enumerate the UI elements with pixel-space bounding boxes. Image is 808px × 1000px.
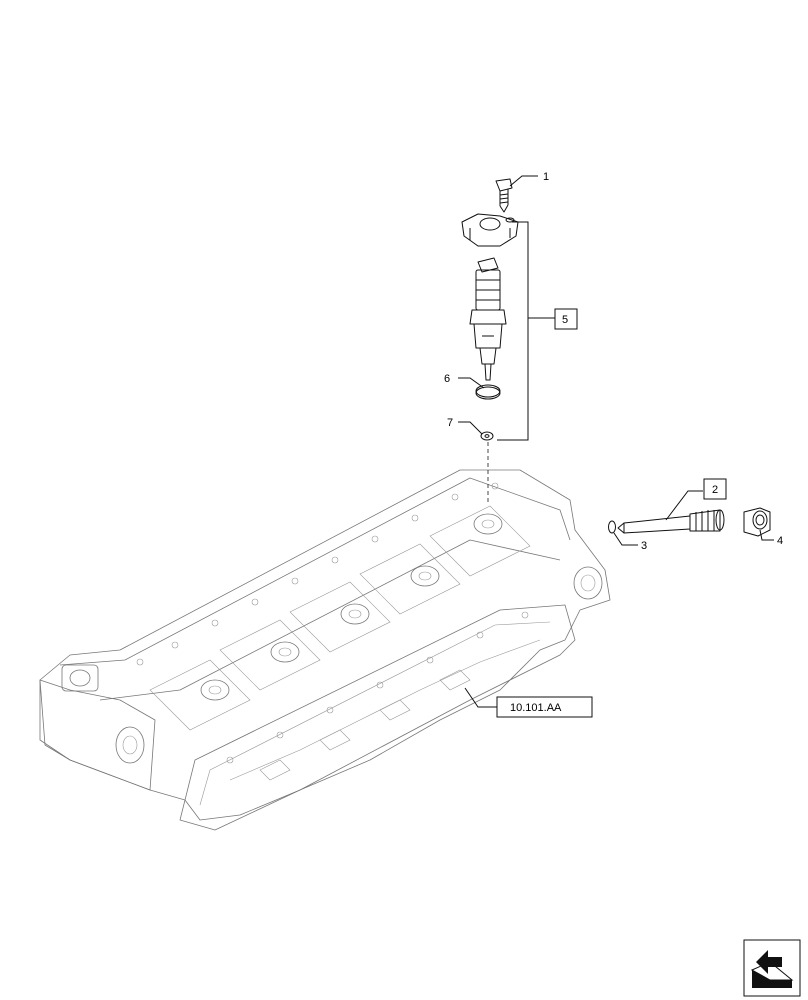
- callout-3: 3: [641, 540, 647, 552]
- reference-box: [496, 696, 593, 718]
- washer-part: [480, 431, 494, 441]
- injector-clamp-part: [461, 213, 519, 247]
- callout-1: 1: [543, 171, 549, 183]
- callout-7: 7: [447, 417, 453, 429]
- callout-2-box: [703, 478, 727, 500]
- callout-5-box: [554, 308, 578, 330]
- bolt-part: [495, 178, 513, 213]
- reference-label: 10.101.AA: [510, 702, 562, 714]
- hp-connector-tube-part: [617, 509, 725, 534]
- injector-body-part: [469, 257, 507, 381]
- seal-ring-part: [475, 384, 501, 400]
- connector-o-ring-part: [608, 520, 616, 534]
- callout-6: 6: [444, 373, 450, 385]
- callout-5: 5: [562, 314, 568, 326]
- callout-leaders: [458, 175, 774, 708]
- book-arrow-icon[interactable]: [743, 939, 801, 997]
- callout-2: 2: [712, 484, 718, 496]
- connector-nut-part: [743, 507, 771, 537]
- callout-4: 4: [777, 535, 783, 547]
- cylinder-head-assembly: [39, 469, 611, 831]
